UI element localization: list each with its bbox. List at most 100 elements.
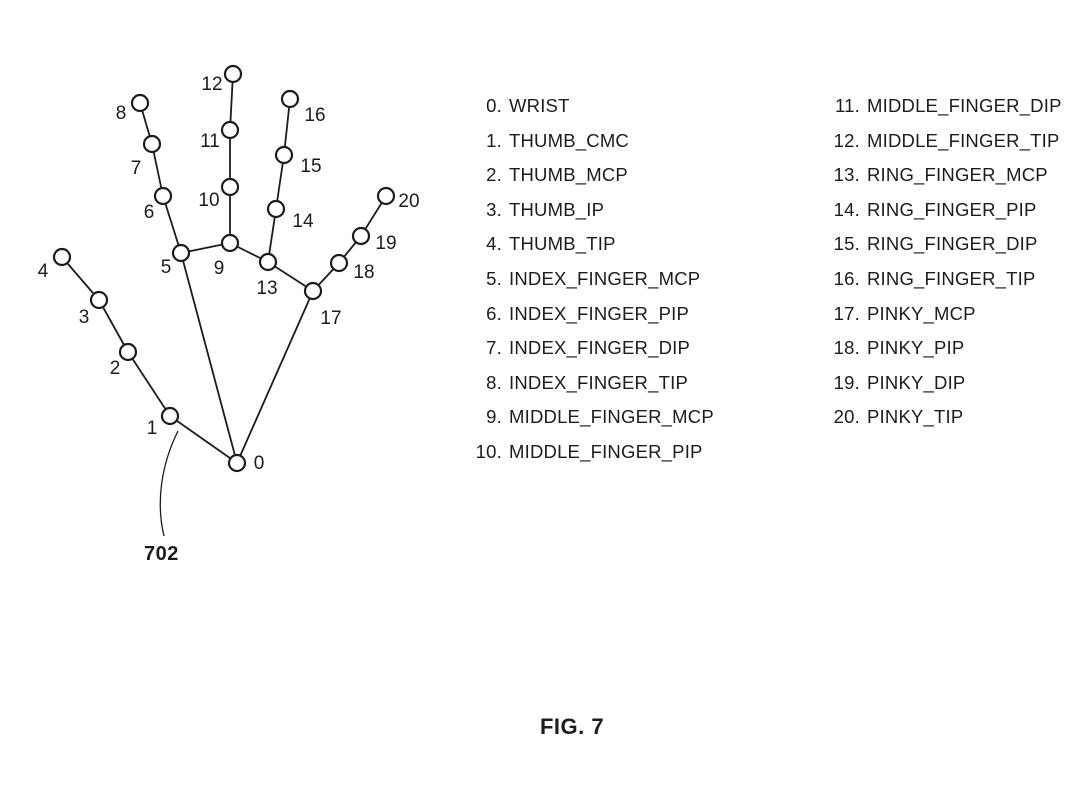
legend-item-number: 4. [486,233,502,255]
legend-item: 20. PINKY_TIP [812,400,1062,435]
skeleton-edge [127,351,171,417]
skeleton-edge [162,195,182,254]
legend-item-label: THUMB_IP [509,198,605,220]
legend-item: 12. MIDDLE_FINGER_TIP [812,124,1062,159]
reference-number-702: 702 [144,543,179,565]
landmark-node-number: 7 [131,158,142,179]
legend-item: 13. RING_FINGER_MCP [812,158,1062,193]
landmark-node-number: 15 [300,156,321,177]
legend-item-label: RING_FINGER_PIP [867,198,1037,220]
legend-item-number: 16. [833,267,860,289]
legend-item-label: THUMB_MCP [509,164,628,186]
landmark-node-3 [89,290,109,310]
landmark-node-number: 18 [353,262,374,283]
legend-item-number: 6. [486,302,502,324]
legend-item-label: WRIST [509,95,570,116]
legend-item-number: 1. [486,129,502,151]
skeleton-edge [180,252,238,464]
landmark-node-number: 4 [38,261,49,282]
legend-item: 6. INDEX_FINGER_PIP [462,297,812,332]
legend-item-number: 18. [833,337,860,359]
legend-item: 0. WRIST [462,89,812,124]
landmark-node-6 [153,186,173,206]
legend-item: 5. INDEX_FINGER_MCP [462,262,812,297]
landmark-node-15 [274,145,294,165]
legend-item-label: PINKY_DIP [867,371,966,393]
landmark-node-7 [142,134,162,154]
legend-item: 7.INDEX_FINGER_DIP [462,331,812,366]
legend-item-label: PINKY_PIP [867,337,965,359]
legend-item-label: MIDDLE_FINGER_PIP [509,440,703,462]
landmark-node-number: 6 [144,202,155,223]
legend-item: 2.THUMB_MCP [462,158,812,193]
legend-item-number: 7. [486,337,502,359]
legend-item-label: INDEX_FINGER_PIP [509,302,690,324]
legend-item-label: INDEX_FINGER_MCP [509,267,701,289]
landmark-node-number: 12 [201,74,222,95]
legend-item-number: 20. [833,406,860,428]
landmark-node-number: 5 [161,257,172,278]
legend-item: 18. PINKY_PIP [812,331,1062,366]
landmark-node-9 [220,233,240,253]
skeleton-edge [229,73,234,131]
legend-item-label: THUMB_CMC [509,129,629,151]
skeleton-edge [169,415,238,464]
legend-item-label: RING_FINGER_TIP [867,267,1036,289]
legend-item-label: PINKY_MCP [867,302,976,324]
landmark-node-13 [258,252,278,272]
legend-item: 4. THUMB_TIP [462,227,812,262]
landmark-node-16 [280,89,300,109]
legend-item-label: PINKY_TIP [867,406,964,428]
figure-caption: FIG. 7 [539,714,605,739]
legend-item-label: MIDDLE_FINGER_MCP [509,406,714,428]
legend-item-number: 5. [486,267,502,289]
legend-item-label: THUMB_TIP [509,233,616,255]
legend-item-label: RING_FINGER_MCP [867,164,1048,186]
legend-item: 11. MIDDLE_FINGER_DIP [812,89,1062,124]
legend-item: 3.THUMB_IP [462,193,812,228]
landmark-node-number: 1 [147,418,158,439]
landmark-node-10 [220,177,240,197]
landmark-node-14 [266,199,286,219]
legend-item-number: 8. [486,371,502,393]
landmark-node-number: 3 [79,307,90,328]
landmark-node-number: 10 [198,190,219,211]
legend-item-number: 13. [833,164,860,186]
landmark-node-2 [118,342,138,362]
landmark-node-5 [171,243,191,263]
landmark-node-20 [376,186,396,206]
legend-item-number: 15. [833,233,860,255]
skeleton-edge [283,98,291,156]
landmark-node-19 [351,226,371,246]
legend-item-number: 12. [833,129,860,151]
legend-item: 15.RING_FINGER_DIP [812,227,1062,262]
landmark-node-8 [130,93,150,113]
legend-item: 8. INDEX_FINGER_TIP [462,366,812,401]
legend-item-number: 9. [486,406,502,428]
legend-item-number: 17. [833,302,860,324]
legend-item: 19. PINKY_DIP [812,366,1062,401]
legend-item-label: MIDDLE_FINGER_TIP [867,129,1060,151]
legend-item: 17. PINKY_MCP [812,297,1062,332]
legend-item-number: 19. [833,371,860,393]
landmark-node-number: 19 [375,233,396,254]
legend-item-number: 11. [835,95,860,116]
landmark-node-17 [303,281,323,301]
legend-column-2: 11. MIDDLE_FINGER_DIP 12. MIDDLE_FINGER_TIP… [812,89,1062,470]
legend-item: 10.MIDDLE_FINGER_PIP [462,435,812,470]
legend-item-label: MIDDLE_FINGER_DIP [867,95,1062,116]
legend-item: 14.RING_FINGER_PIP [812,193,1062,228]
landmark-node-12 [223,64,243,84]
landmark-node-number: 14 [292,211,314,232]
skeleton-edge [61,256,100,301]
landmark-node-number: 11 [200,131,220,152]
landmark-node-11 [220,120,240,140]
legend-item: 1. THUMB_CMC [462,124,812,159]
landmark-node-number: 20 [398,191,419,212]
landmark-node-0 [227,453,247,473]
legend-item-label: INDEX_FINGER_TIP [509,371,688,393]
legend-item-number: 0. [486,95,502,116]
